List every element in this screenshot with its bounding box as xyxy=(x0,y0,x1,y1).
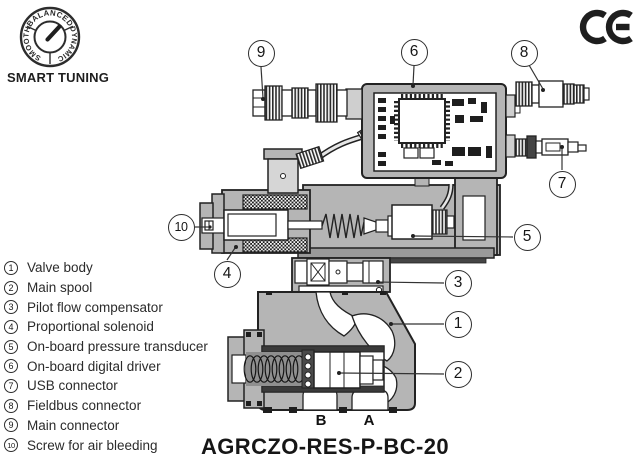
dial-tick xyxy=(64,25,74,31)
legend-number-badge: 5 xyxy=(4,339,18,354)
callout-usb-connector: 7 xyxy=(548,170,576,198)
callout-solenoid: 4 xyxy=(213,260,241,288)
legend-item-label: On-board digital driver xyxy=(27,358,161,374)
legend: 1 Valve body 2 Main spool 3 Pilot flow c… xyxy=(4,258,208,455)
legend-item: 6 On-board digital driver xyxy=(4,356,208,376)
callout-digital-driver: 6 xyxy=(400,38,428,66)
port-a-cavity xyxy=(351,389,389,411)
usb-connector-drawing xyxy=(515,135,587,159)
dial-needle xyxy=(45,24,62,42)
legend-item-label: Valve body xyxy=(27,260,93,276)
legend-number-badge: 3 xyxy=(4,300,18,315)
callout-main-connector: 9 xyxy=(247,39,275,67)
compensator-drawing xyxy=(291,257,391,295)
main-spool xyxy=(313,351,361,389)
callout-compensator: 3 xyxy=(444,269,472,297)
spool-drawing xyxy=(227,329,385,409)
model-code: AGRCZO-RES-P-BC-20 xyxy=(201,434,449,459)
callout-air-bleed-screw: 10 xyxy=(167,213,195,241)
legend-number-badge: 2 xyxy=(4,280,18,295)
legend-item-label: Main spool xyxy=(27,280,93,296)
legend-item-label: Pilot flow compensator xyxy=(27,299,163,315)
main-connector-drawing xyxy=(252,83,348,123)
ce-mark-icon xyxy=(579,9,633,45)
legend-number-badge: 1 xyxy=(4,260,18,275)
legend-item: 2 Main spool xyxy=(4,278,208,298)
callout-pressure-transducer: 5 xyxy=(513,223,541,251)
port-label-a: A xyxy=(363,412,375,429)
fieldbus-connector-drawing xyxy=(515,80,590,108)
leader-lines xyxy=(195,64,564,375)
port-label-b: B xyxy=(315,412,327,429)
callout-main-spool: 2 xyxy=(444,360,472,388)
legend-item: 9 Main connector xyxy=(4,416,208,436)
callout-valve-body: 1 xyxy=(444,310,472,338)
usb-socket xyxy=(505,134,516,158)
legend-item-label: USB connector xyxy=(27,378,118,394)
legend-number-badge: 6 xyxy=(4,359,18,374)
legend-item-label: Proportional solenoid xyxy=(27,319,154,335)
smart-tuning-dial: BALANCED SMOOTH DYNAMIC xyxy=(19,6,81,68)
pressure-transducer-drawing xyxy=(391,183,455,240)
legend-item-label: Main connector xyxy=(27,417,120,433)
spool-spring xyxy=(243,355,306,383)
legend-number-badge: 4 xyxy=(4,319,18,334)
legend-item-label: On-board pressure transducer xyxy=(27,339,208,355)
legend-number-badge: 7 xyxy=(4,378,18,393)
smart-tuning-label: SMART TUNING xyxy=(7,70,110,85)
pilot-spring xyxy=(321,213,365,239)
digital-driver-drawing xyxy=(345,83,521,179)
processor-chip xyxy=(398,98,446,144)
legend-item-label: Fieldbus connector xyxy=(27,398,142,414)
legend-item: 7 USB connector xyxy=(4,376,208,396)
legend-item: 3 Pilot flow compensator xyxy=(4,297,208,317)
coil-winding-top xyxy=(242,194,308,210)
legend-item: 5 On-board pressure transducer xyxy=(4,337,208,357)
legend-item: 4 Proportional solenoid xyxy=(4,317,208,337)
main-connector-socket xyxy=(345,88,363,120)
legend-item: 8 Fieldbus connector xyxy=(4,396,208,416)
legend-number-badge: 10 xyxy=(4,438,18,453)
legend-number-badge: 9 xyxy=(4,418,18,433)
callout-fieldbus-connector: 8 xyxy=(510,39,538,67)
legend-number-badge: 8 xyxy=(4,398,18,413)
dial-tick xyxy=(26,25,36,31)
legend-item-label: Screw for air bleeding xyxy=(27,437,158,453)
fieldbus-socket xyxy=(505,94,516,118)
legend-item: 10 Screw for air bleeding xyxy=(4,435,208,455)
legend-item: 1 Valve body xyxy=(4,258,208,278)
